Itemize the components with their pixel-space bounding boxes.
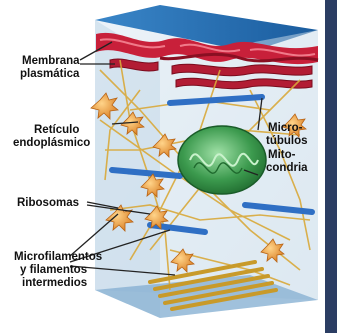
label-condria: condria	[266, 162, 308, 174]
label-y-filamentos: y filamentos	[20, 264, 87, 276]
label-reticulo: Retículo	[34, 124, 79, 136]
label-microfilamentos: Microfilamentos	[14, 251, 102, 263]
label-micro: Micro-	[268, 122, 303, 134]
mitochondrion	[178, 126, 266, 194]
label-plasmatica: plasmática	[20, 68, 80, 80]
label-ribosomas: Ribosomas	[17, 197, 79, 209]
label-tubulos: túbulos	[266, 135, 308, 147]
label-membrana: Membrana	[22, 55, 80, 67]
label-endoplasmico: endoplásmico	[13, 137, 90, 149]
cytoskeleton-diagram: Membrana plasmática Retículo endoplásmic…	[0, 0, 325, 333]
label-mito: Mito-	[268, 149, 296, 161]
label-intermedios: intermedios	[22, 277, 87, 289]
right-edge-bar	[325, 0, 337, 333]
